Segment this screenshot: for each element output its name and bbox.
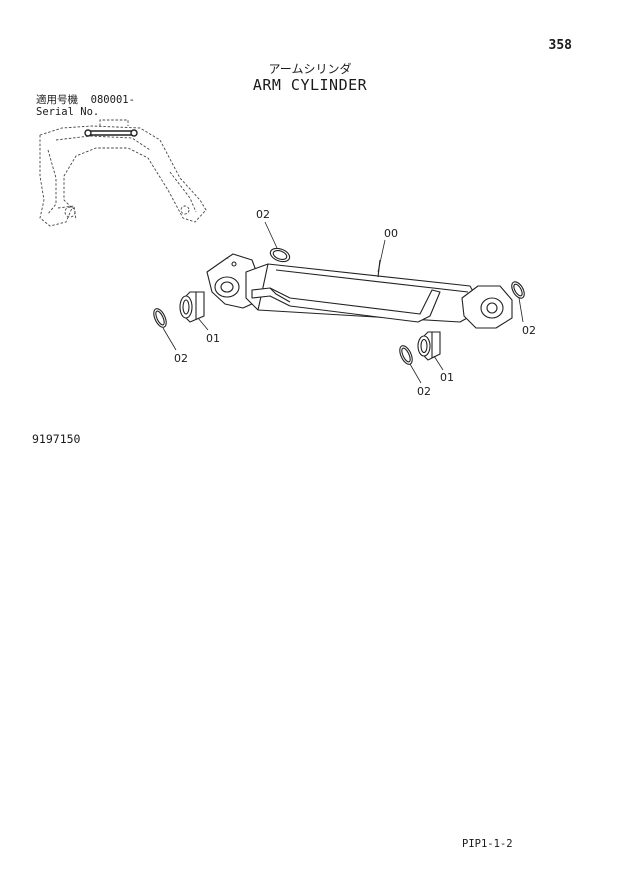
bushing-left: [179, 291, 205, 323]
bushing-right: [417, 331, 441, 361]
leader-lines: [162, 221, 524, 384]
figure-number: 9197150: [32, 432, 81, 446]
arm-cylinder-highlight: [84, 129, 138, 137]
page-title: ARM CYLINDER: [252, 76, 368, 94]
callout-02-left: 02: [174, 352, 188, 365]
o-ring-right: [511, 281, 525, 299]
callout-02-top: 02: [256, 208, 270, 221]
arm-cylinder-body: [206, 253, 513, 329]
callout-02-bottom: 02: [417, 385, 431, 398]
page-number: 358: [548, 38, 572, 53]
page-code: PIP1-1-2: [462, 838, 513, 850]
serial-value: 080001-: [90, 94, 135, 106]
callout-00: 00: [384, 227, 398, 240]
callout-01-left: 01: [206, 332, 220, 345]
callout-02-right: 02: [522, 324, 536, 337]
arm-locator-drawing: [39, 119, 207, 227]
serial-line-japanese: 適用号機 080001-: [36, 94, 135, 106]
serial-label-english: Serial No.: [36, 106, 100, 118]
o-ring-top: [269, 247, 291, 263]
serial-label-japanese: 適用号機: [36, 94, 78, 106]
o-ring-bottom: [399, 345, 413, 365]
o-ring-left: [153, 308, 167, 328]
callout-01-right: 01: [440, 371, 454, 384]
page-title-japanese: アームシリンダ: [268, 62, 352, 76]
serial-info: 適用号機 080001- Serial No.: [36, 94, 135, 118]
